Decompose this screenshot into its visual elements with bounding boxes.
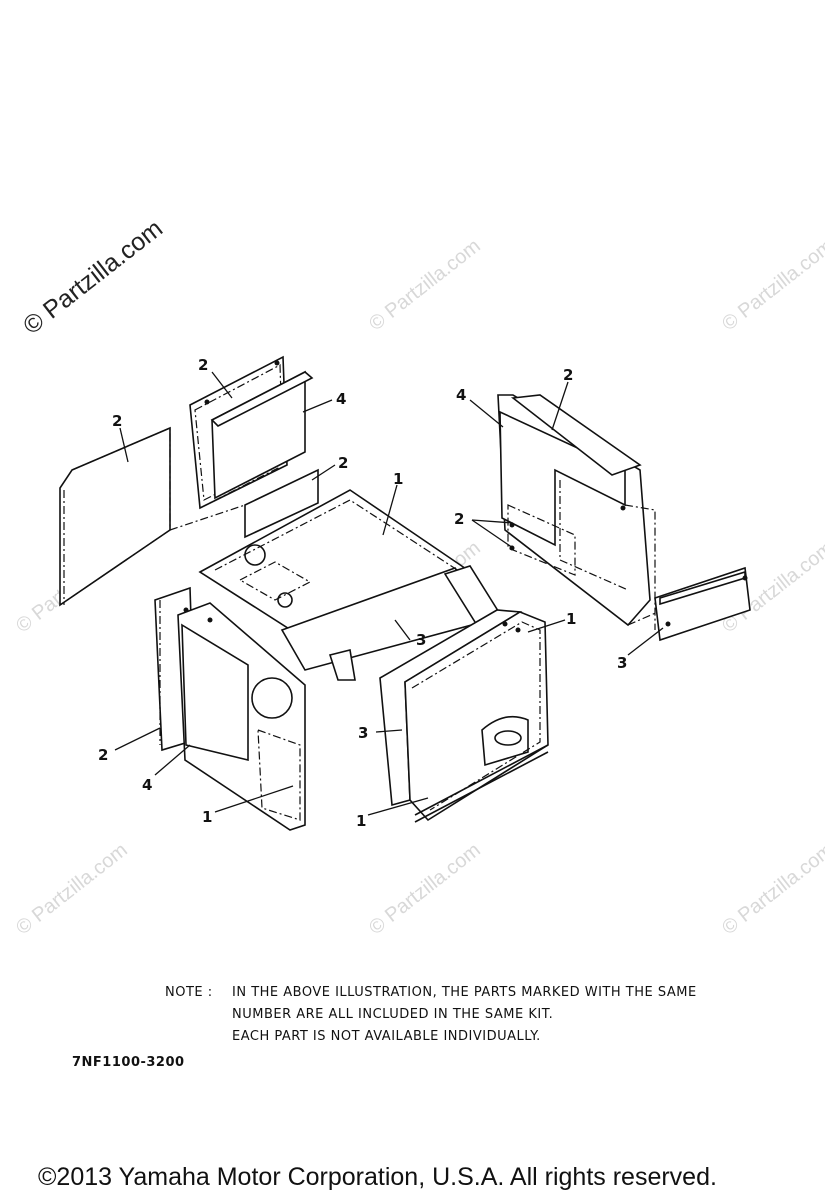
diagram-code: 7NF1100-3200 <box>72 1055 185 1070</box>
copyright-text: ©2013 Yamaha Motor Corporation, U.S.A. A… <box>38 1163 717 1191</box>
callout-right-side-rail: 3 <box>358 724 368 742</box>
callout-top-rail: 3 <box>416 631 426 649</box>
note-label: NOTE : <box>165 985 213 1000</box>
callout-left-upper-pad: 2 <box>198 356 208 374</box>
callout-rear-rail: 3 <box>617 654 627 672</box>
callout-left-rear-panel: 2 <box>112 412 122 430</box>
left-side-panel <box>154 586 306 831</box>
callout-top-panel: 1 <box>393 470 403 488</box>
callout-left-small-pad: 2 <box>338 454 348 472</box>
callout-numbers: 2 2 4 2 1 2 4 2 3 1 3 2 4 1 1 3 <box>98 356 627 830</box>
right-side-panel <box>379 609 549 823</box>
callout-right-side-panel: 1 <box>356 812 366 830</box>
note-line-1: IN THE ABOVE ILLUSTRATION, THE PARTS MAR… <box>232 985 697 1000</box>
callout-left-upper-insulator: 4 <box>336 390 346 408</box>
callout-right-side-panel-top: 1 <box>566 610 576 628</box>
left-upper-pad-assembly <box>189 355 319 539</box>
callout-left-side-panel: 1 <box>202 808 212 826</box>
callout-right-lower-pads: 2 <box>454 510 464 528</box>
right-rear-assembly <box>497 394 751 642</box>
note-line-3: EACH PART IS NOT AVAILABLE INDIVIDUALLY. <box>232 1029 541 1044</box>
exploded-parts-illustration: 2 2 4 2 1 2 4 2 3 1 3 2 4 1 1 3 <box>59 355 751 831</box>
callout-right-top-pad: 2 <box>563 366 573 384</box>
callout-right-insulator: 4 <box>456 386 466 404</box>
left-rear-panel <box>59 426 246 607</box>
callout-left-side-pad: 2 <box>98 746 108 764</box>
callout-left-side-insulator: 4 <box>142 776 152 794</box>
leader-lines <box>114 371 664 816</box>
note-line-2: NUMBER ARE ALL INCLUDED IN THE SAME KIT. <box>232 1007 554 1022</box>
